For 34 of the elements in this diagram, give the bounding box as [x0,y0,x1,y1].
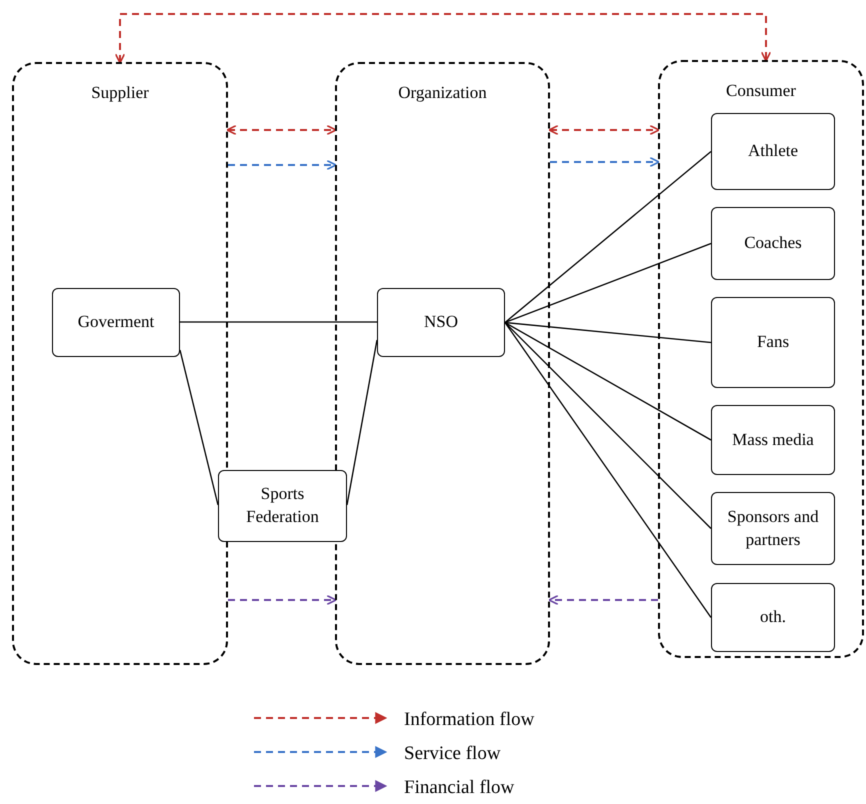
group-panel [335,62,550,665]
flow-arrow [228,160,337,170]
connector-line [504,242,712,324]
legend-label: Financial flow [404,776,514,800]
entity-box: Sponsors and partners [711,492,835,565]
group-title: Supplier [90,82,150,104]
connector-line [346,340,378,506]
group-panel [12,62,228,665]
connector-line [504,322,712,529]
group-title: Consumer [725,80,797,102]
flow-arrow [226,124,337,136]
entity-box: Goverment [52,288,180,357]
connector-line [504,322,712,618]
entity-box: Sports Federation [218,470,347,542]
entity-box: Athlete [711,113,835,190]
legend-label: Information flow [404,708,534,732]
entity-box: Mass media [711,405,835,475]
entity-box: Fans [711,297,835,388]
flow-arrow [228,594,337,606]
connector-line [504,322,712,344]
flow-arrow [550,156,660,168]
flow-arrow [114,13,772,64]
entity-box: NSO [377,288,505,357]
legend-label: Service flow [404,742,501,766]
connector-line [504,322,712,441]
connector-line [504,151,712,323]
flow-arrow [548,124,660,136]
flow-arrow [548,594,658,606]
connector-line [180,321,377,323]
connector-line [179,350,219,506]
group-panel [658,60,864,658]
group-title: Organization [397,82,488,104]
entity-box: Coaches [711,207,835,280]
entity-box: oth. [711,583,835,652]
